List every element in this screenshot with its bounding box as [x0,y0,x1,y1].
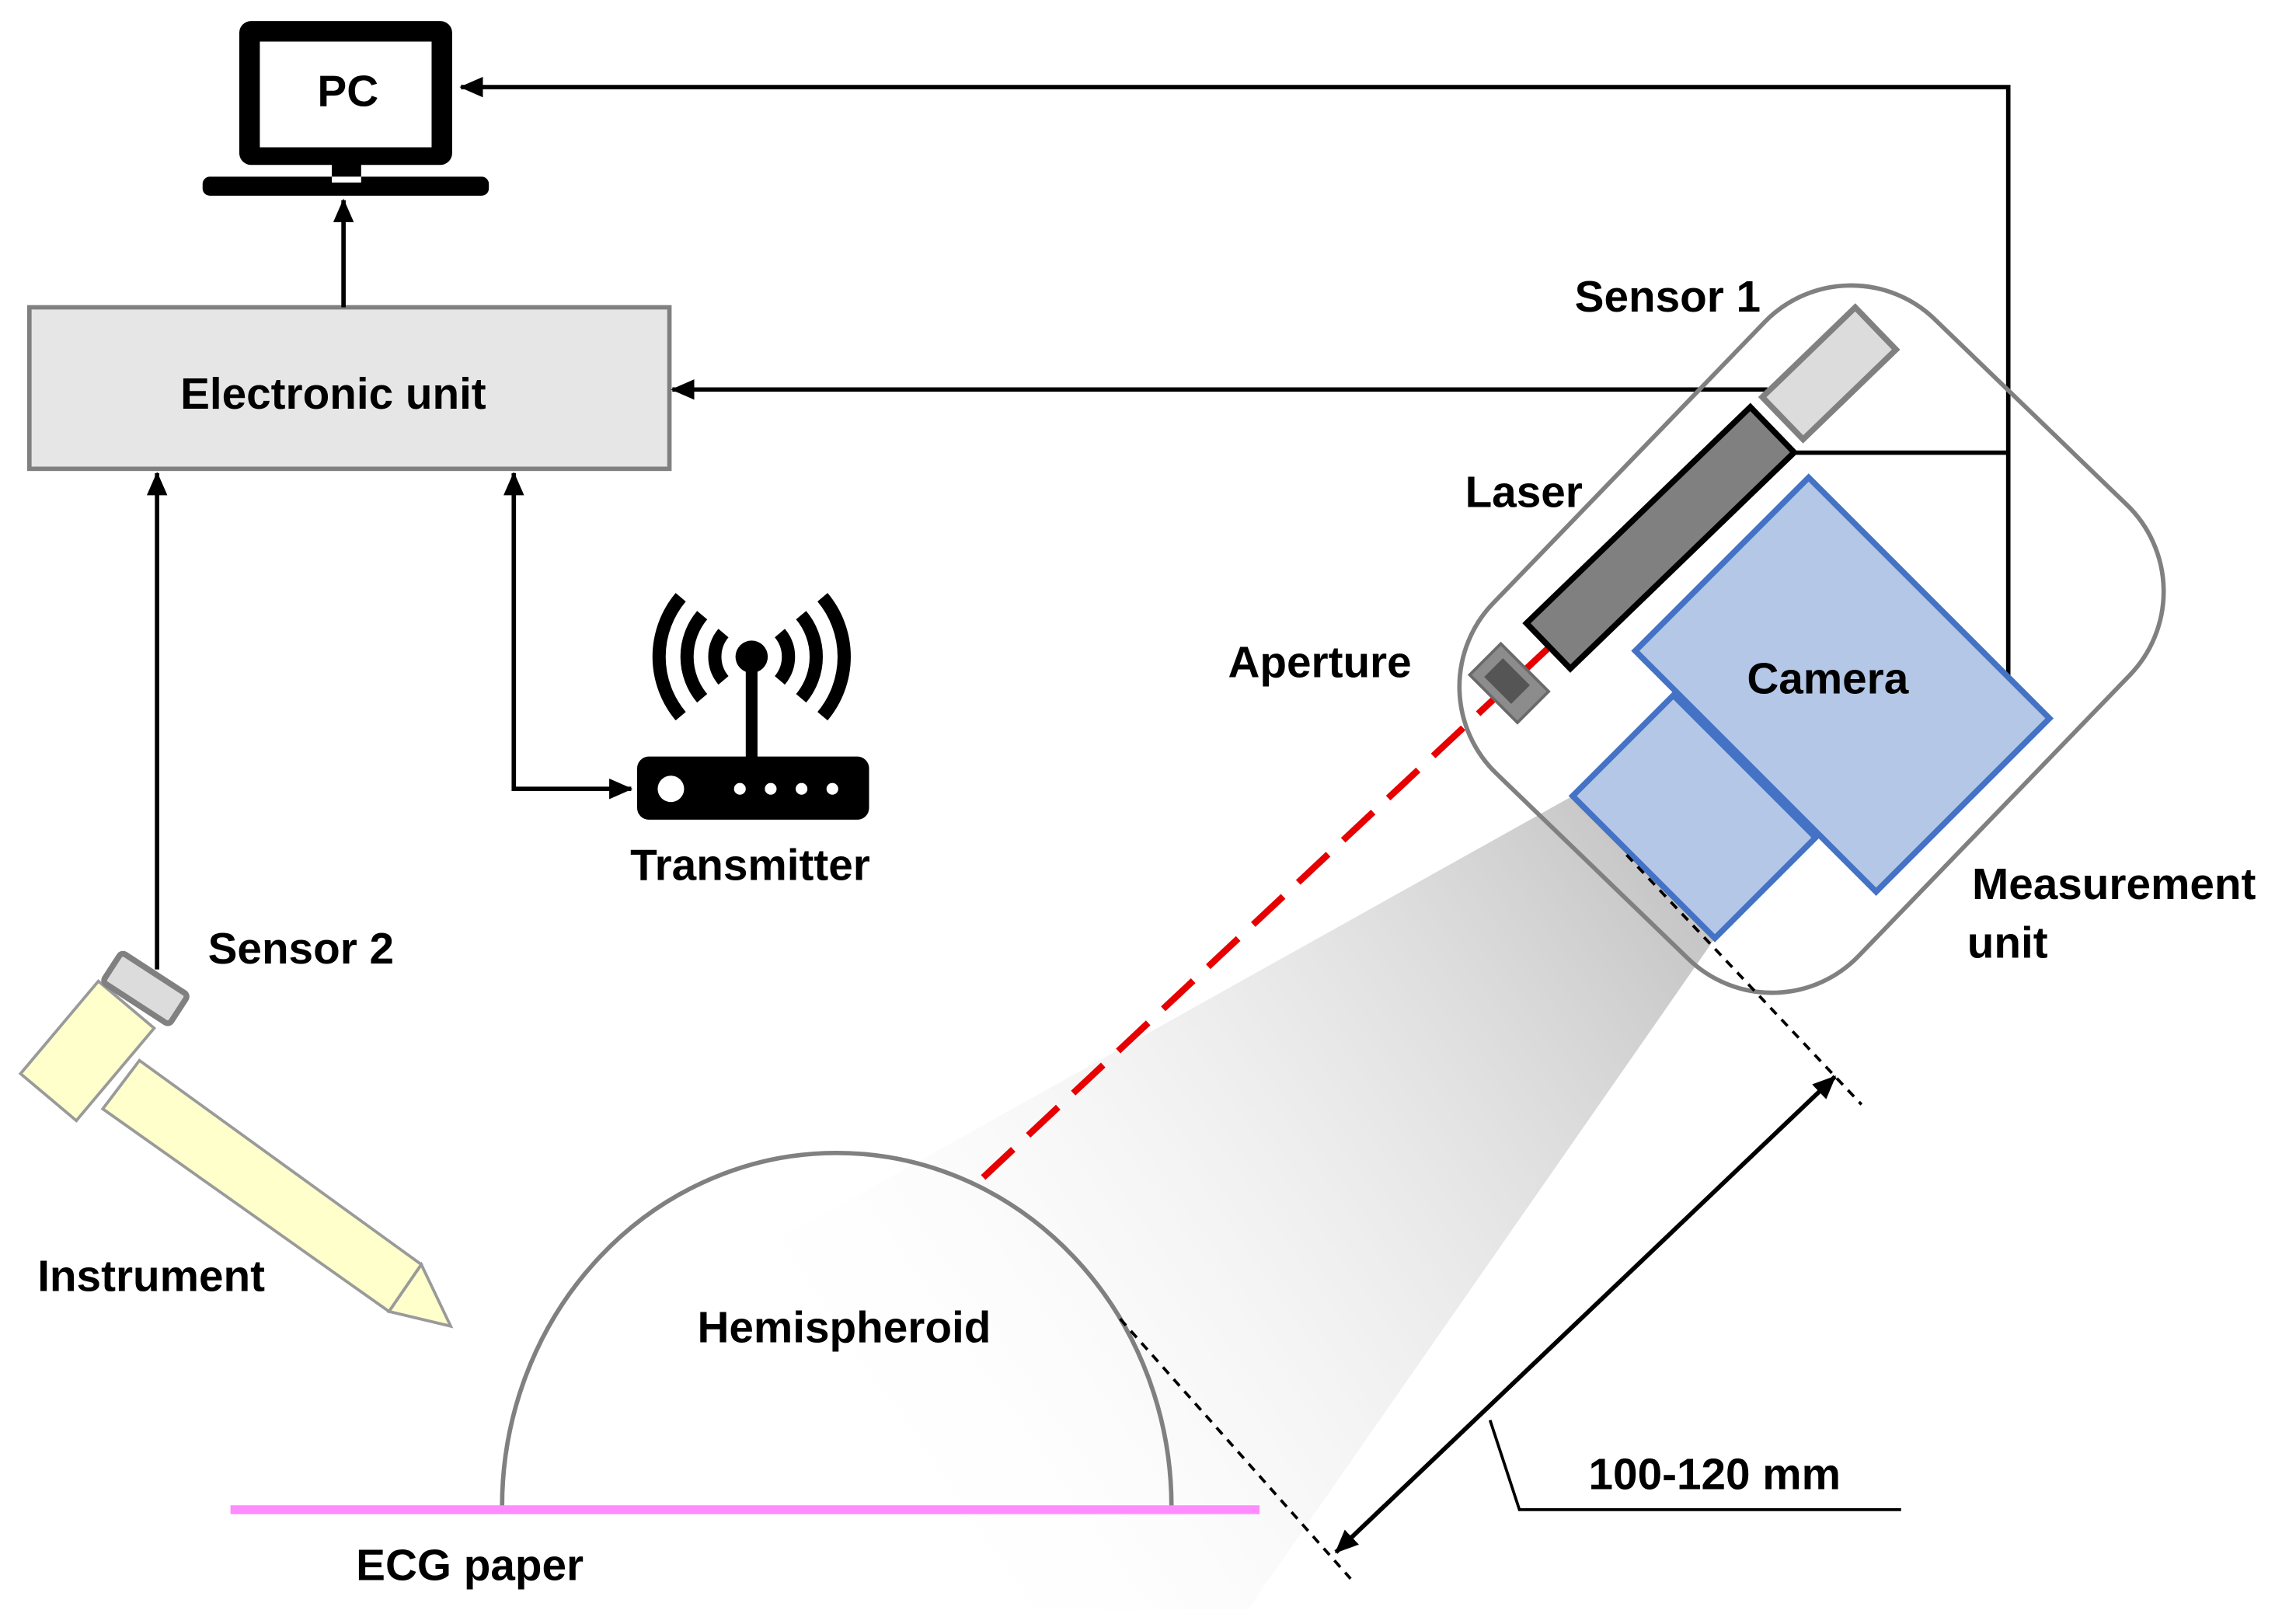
antenna-tip [735,640,768,673]
aperture-label: Aperture [1228,639,1411,688]
hemispheroid-shape [500,1151,1174,1507]
router-led [765,782,777,795]
laser-beam [970,641,1556,1190]
sensor-2-block [101,950,190,1026]
laptop-display [260,41,432,148]
router-led [826,782,838,795]
transmitter-label: Transmitter [630,841,870,890]
pc-label: PC [317,68,378,117]
camera-label: Camera [1747,654,1908,703]
ecg-paper-label: ECG paper [356,1542,584,1591]
aperture [1467,641,1551,725]
signal-waves-icon [652,593,851,721]
laser-body [1522,402,1799,673]
arrow-electronic-transmitter [503,472,633,800]
router-power-light [657,775,685,803]
laser-label: Laser [1465,468,1583,517]
sensor-2-label: Sensor 2 [208,925,394,974]
distance-leader-line [1488,1420,1901,1511]
laptop-base [202,176,490,196]
transmitter-icon [636,593,869,820]
laptop-icon [202,21,490,196]
electronic-unit-box [26,305,672,472]
laptop-notch [332,176,361,183]
instrument-label: Instrument [37,1252,265,1301]
instrument-head [18,979,157,1123]
measurement-unit [1457,283,2166,995]
electronic-unit-label: Electronic unit [180,370,486,419]
camera-body [1631,473,2054,896]
arrow-measurement-to-pc [459,76,2011,676]
aperture-opening [1484,658,1531,704]
router-led [733,782,746,795]
sensor-1-block [1758,303,1901,444]
camera-view-cone [631,796,1715,1610]
measurement-unit-label-line-1: Measurement [1972,860,2256,909]
distance-double-arrow [1334,1075,1837,1554]
hemispheroid-label: Hemispheroid [697,1304,991,1353]
laptop-neck [332,162,361,180]
sensor-1-label: Sensor 1 [1575,273,1761,322]
measurement-unit-label-line-2: unit [1967,918,2048,967]
dimension-extension-line-upper [1625,853,1863,1106]
instrument-tip [386,1261,454,1329]
distance-label: 100-120 mm [1589,1450,1841,1499]
measurement-unit-housing [1457,283,2166,995]
router-led [796,782,808,795]
instrument [18,950,454,1329]
camera-lens [1568,691,1820,943]
router-body [636,756,869,820]
